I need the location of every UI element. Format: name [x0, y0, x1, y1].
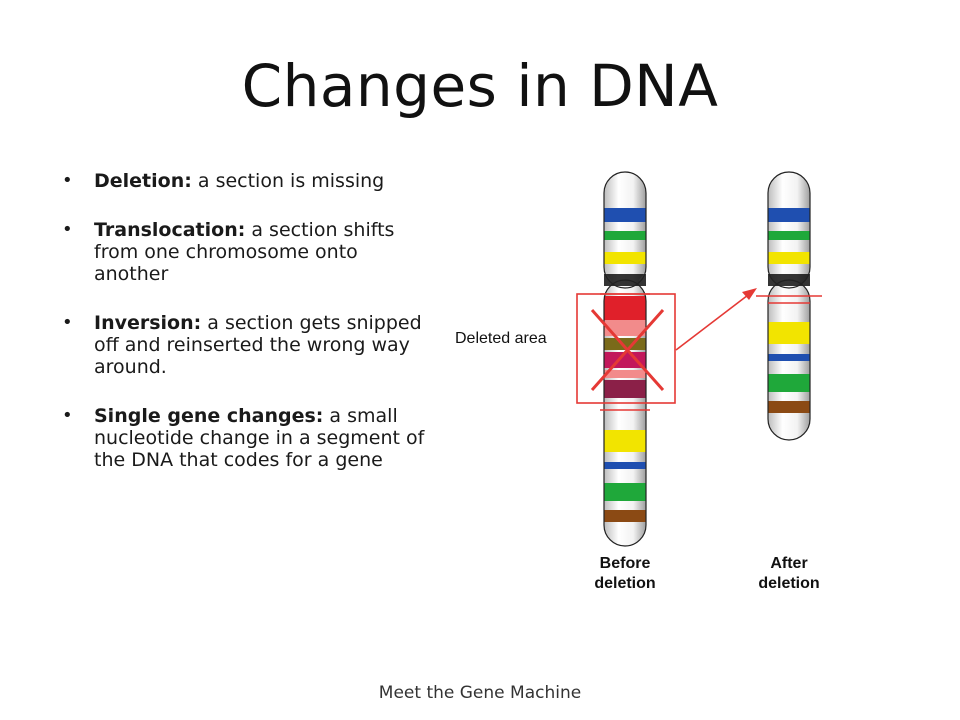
cross-line [590, 309, 665, 391]
after-label-line2: deletion [758, 575, 819, 592]
after-label-line1: After [770, 555, 807, 572]
band-blue [604, 462, 646, 469]
bullet-term: Deletion: [94, 170, 192, 192]
band-green [768, 231, 810, 240]
band-pink [604, 370, 646, 378]
band-brown [768, 401, 810, 413]
chromosome-after [767, 171, 811, 441]
bullet-term: Inversion: [94, 312, 202, 334]
band-yellow [768, 322, 810, 344]
bullet-translocation: • Translocation: a section shifts from o… [62, 219, 432, 285]
slide-title: Changes in DNA [241, 52, 719, 120]
slide-footer: Meet the Gene Machine [378, 683, 582, 703]
bullet-dot: • [62, 312, 73, 333]
band-blue [604, 208, 646, 222]
band-blue [768, 208, 810, 222]
band-green [604, 231, 646, 240]
bullet-text: a section gets snipped off and reinserte… [94, 312, 422, 378]
before-label-line1: Before [600, 555, 651, 572]
band-brown [604, 510, 646, 522]
bullet-dot: • [62, 219, 73, 240]
band-blue [768, 354, 810, 361]
band-maroon [604, 380, 646, 398]
bullet-term: Translocation: [94, 219, 246, 241]
deleted-area-label: Deleted area [455, 330, 547, 347]
bullet-dot: • [62, 170, 73, 191]
bullet-dot: • [62, 405, 73, 426]
band-pink [604, 320, 646, 336]
arrow-line [675, 291, 753, 351]
band-green [768, 374, 810, 392]
deleted-area-marker [576, 288, 822, 411]
chromosome-before [603, 171, 647, 547]
band-yellow [604, 430, 646, 452]
bullet-single-gene: • Single gene changes: a small nucleotid… [62, 405, 432, 471]
before-label-line2: deletion [594, 575, 655, 592]
arrow-head [742, 288, 757, 300]
bullet-text: a section shifts from one chromosome ont… [94, 219, 395, 285]
bullet-deletion: • Deletion: a section is missing [62, 170, 432, 192]
band-red [604, 296, 646, 320]
band-yellow [768, 252, 810, 264]
bullet-term: Single gene changes: [94, 405, 324, 427]
bullet-text: a small nucleotide change in a segment o… [94, 405, 425, 471]
band-green [604, 483, 646, 501]
bullet-inversion: • Inversion: a section gets snipped off … [62, 312, 432, 378]
bullet-text: a section is missing [191, 170, 385, 192]
band-yellow [604, 252, 646, 264]
bullet-list: • Deletion: a section is missing • Trans… [62, 170, 432, 498]
